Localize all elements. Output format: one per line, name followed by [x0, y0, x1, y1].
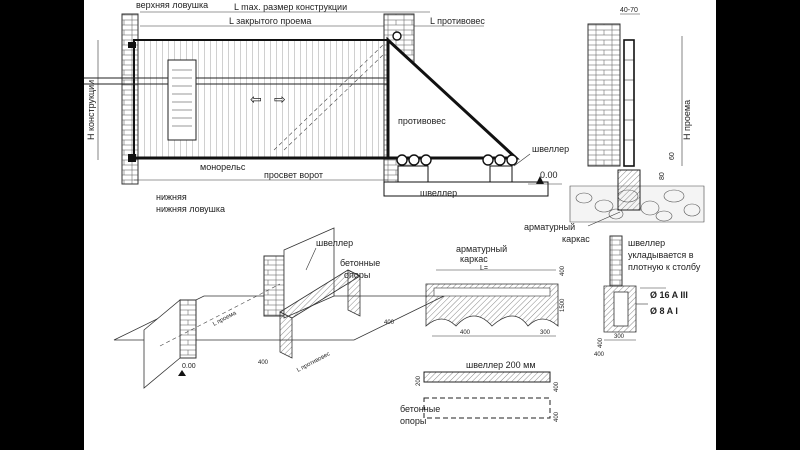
- monorail-label: монорельс: [200, 162, 246, 172]
- counterweight-label: противовес: [398, 116, 446, 126]
- plan-dim-400: 400: [554, 381, 560, 392]
- rebar-label-1: арматурный: [456, 244, 507, 254]
- rebar-cage-label-2: каркас: [562, 234, 590, 244]
- gap-label: 40-70: [620, 7, 638, 14]
- foundation-dim-1500: 1500: [560, 298, 566, 312]
- h-opening-label: H проема: [682, 100, 692, 140]
- column-dim-400: 400: [598, 337, 604, 348]
- iso-concrete-label-1: бетонные: [340, 258, 380, 268]
- column-note-3: плотную к столбу: [628, 262, 701, 272]
- plan-dim-400b: 400: [554, 411, 560, 422]
- dim-80: 80: [659, 172, 666, 180]
- l-counter-label: L противовес: [430, 16, 485, 26]
- l-max-label: L max. размер конструкции: [234, 2, 347, 12]
- iso-level: 0.00: [182, 363, 196, 370]
- side-concrete-footing: [617, 169, 641, 211]
- foundation-section: арматурный каркас L= 400 1500 400 300: [425, 244, 566, 337]
- left-arrow-icon: ⇦: [250, 91, 262, 107]
- side-section: 40-70 H проема 60 80 арматурный каркас: [524, 7, 705, 244]
- plan-channel: [423, 371, 551, 383]
- plan-concrete-label-2: опоры: [400, 416, 426, 426]
- wicket-door: [167, 59, 197, 141]
- h-construction-label: H конструкции: [86, 80, 96, 140]
- bottom-catcher-label-1: нижняя: [156, 192, 187, 202]
- channel-base: [383, 181, 549, 197]
- column-dim-300: 300: [614, 334, 625, 340]
- roller-cart-right: [482, 154, 518, 183]
- l-closed-label: L закрытого проема: [229, 16, 311, 26]
- rebar-cage-label-1: арматурный: [524, 222, 575, 232]
- plan-concrete-label-1: бетонные: [400, 404, 440, 414]
- foundation-dim-400: 400: [560, 265, 566, 276]
- iso-l-opening: L проема: [212, 310, 238, 328]
- right-arrow-icon: ⇨: [274, 91, 286, 107]
- clearance-label: просвет ворот: [264, 170, 323, 180]
- iso-left-pillar: [179, 299, 197, 359]
- iso-channel-label: швеллер: [316, 238, 353, 248]
- plan-channel-label: швеллер 200 мм: [466, 360, 536, 370]
- iso-l-counter: L противовес: [296, 351, 331, 373]
- channel-label-main: швеллер: [420, 188, 457, 198]
- foundation-dim-400-bottom: 400: [460, 330, 471, 336]
- iso-concrete-label-2: опоры: [344, 270, 370, 280]
- side-gate-profile: [623, 39, 635, 167]
- dim-60: 60: [669, 152, 676, 160]
- top-roller-icon: [392, 31, 402, 41]
- column-note-1: швеллер: [628, 238, 665, 248]
- iso-view: L проема L противовес 400 400 швеллер бе…: [113, 227, 445, 389]
- iso-dim-400a: 400: [384, 320, 395, 326]
- counterweight-frame: [386, 36, 520, 160]
- column-section: швеллер укладывается в плотную к столбу …: [594, 235, 701, 358]
- rebar-label-2: каркас: [460, 254, 488, 264]
- top-catcher-label: верхняя ловушка: [136, 0, 208, 10]
- iso-right-pillar: [263, 255, 285, 317]
- column-note-2: укладывается в: [628, 250, 694, 260]
- roller-cart-left: [396, 154, 432, 183]
- level-label-main: 0.00: [540, 170, 558, 180]
- plan-dim-200: 200: [416, 375, 422, 386]
- drawing-sheet: L max. размер конструкции L закрытого пр…: [84, 0, 716, 450]
- plan-view: швеллер 200 мм 200 400 400 бетонные опор…: [400, 360, 560, 426]
- rebar-8-label: Ø 8 A I: [650, 306, 678, 316]
- column-dim-400-side: 400: [594, 352, 605, 358]
- rebar-16-label: Ø 16 A III: [650, 290, 688, 300]
- foundation-l-label: L=: [480, 265, 488, 272]
- plan-concrete-supports: [423, 397, 551, 419]
- gate-drawing: L max. размер конструкции L закрытого пр…: [84, 0, 705, 426]
- main-elevation: L max. размер конструкции L закрытого пр…: [84, 0, 569, 214]
- bottom-catcher-label: нижняя ловушка: [156, 204, 225, 214]
- iso-dim-400b: 400: [258, 360, 269, 366]
- column-brick: [609, 235, 623, 287]
- channel-label-note: швеллер: [532, 144, 569, 154]
- foundation-dim-300: 300: [540, 330, 551, 336]
- side-brick-pillar: [587, 23, 621, 167]
- iso-concrete-supports: [279, 269, 361, 359]
